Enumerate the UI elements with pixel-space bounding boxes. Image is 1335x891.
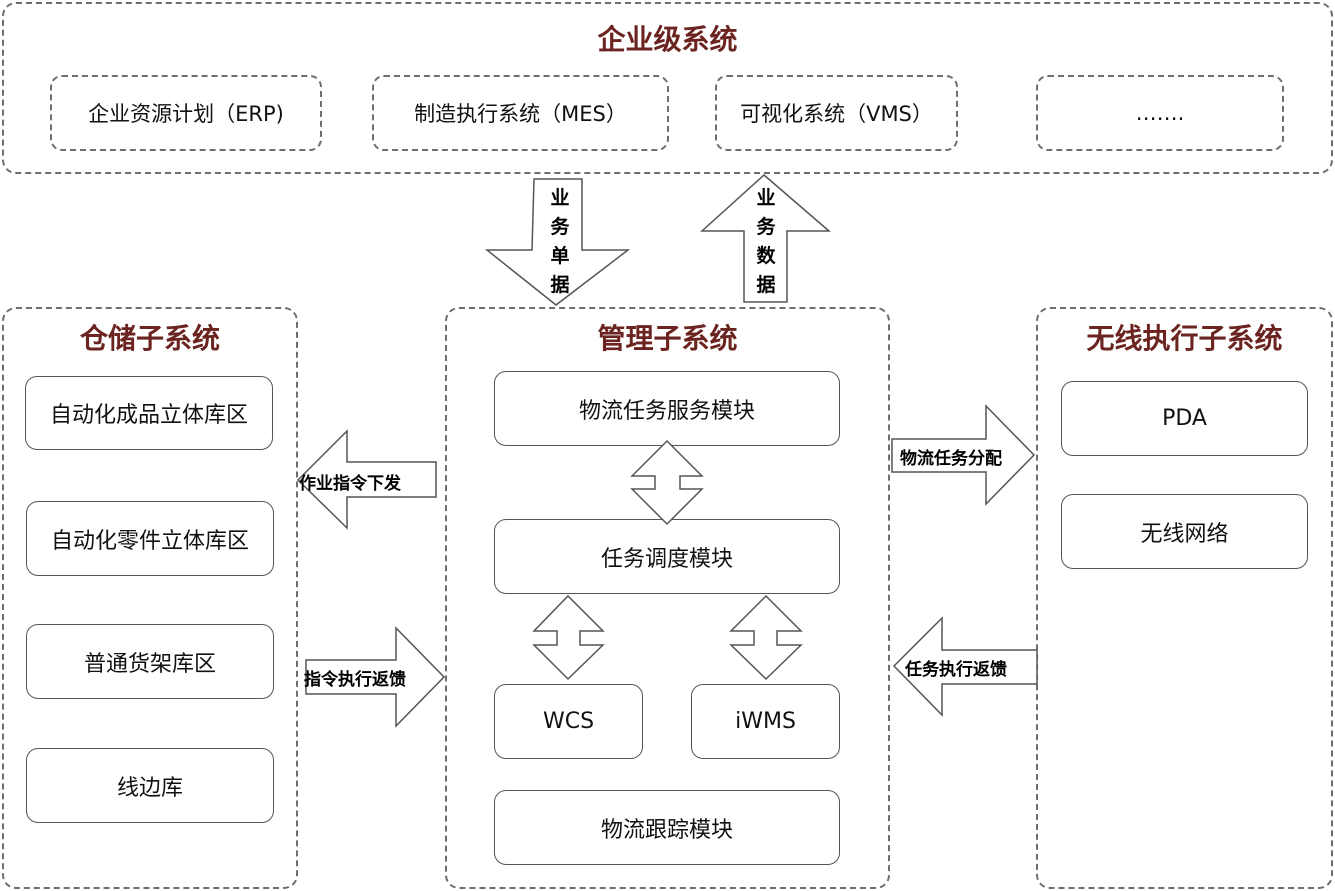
task-assign-label: 物流任务分配 (900, 449, 1002, 469)
vms-box: 可视化系统（VMS） (715, 75, 958, 151)
job-dispatch-arrow (296, 429, 437, 530)
storage-subsystem-group: 仓储子系统 (2, 307, 298, 889)
erp-box: 企业资源计划（ERP) (50, 75, 322, 151)
pda-box: PDA (1061, 381, 1308, 456)
line-side-store-box: 线边库 (26, 748, 274, 823)
scheduler-iwms-double-arrow (729, 594, 803, 681)
business-data-arrow (700, 173, 832, 303)
task-feedback-arrow (892, 616, 1038, 717)
scheduler-wcs-double-arrow (532, 594, 605, 681)
wireless-network-box: 无线网络 (1061, 494, 1308, 569)
more-systems-box: ……. (1036, 75, 1284, 151)
wcs-box: WCS (494, 684, 643, 759)
wireless-subsystem-group: 无线执行子系统 (1036, 307, 1333, 889)
iwms-box: iWMS (691, 684, 840, 759)
task-feedback-label: 任务执行返馈 (905, 660, 1007, 680)
enterprise-system-group: 企业级系统 (2, 2, 1333, 174)
storage-subsystem-title: 仓储子系统 (79, 322, 220, 355)
cmd-feedback-arrow (305, 626, 446, 728)
mes-box: 制造执行系统（MES） (372, 75, 669, 151)
service-scheduler-double-arrow (630, 439, 704, 526)
business-data-label: 业 务 数 据 (756, 187, 776, 296)
management-subsystem-group: 管理子系统 (445, 307, 890, 889)
parts-asrs-box: 自动化零件立体库区 (26, 501, 274, 576)
enterprise-system-title: 企业级系统 (597, 23, 738, 56)
management-subsystem-title: 管理子系统 (597, 322, 738, 355)
job-dispatch-label: 作业指令下发 (299, 474, 401, 494)
task-assign-arrow (891, 404, 1036, 506)
tracking-module-box: 物流跟踪模块 (494, 790, 840, 865)
finished-goods-asrs-box: 自动化成品立体库区 (25, 376, 273, 450)
wireless-subsystem-title: 无线执行子系统 (1086, 322, 1283, 355)
cmd-feedback-label: 指令执行返馈 (304, 670, 406, 690)
business-docs-arrow (484, 178, 631, 306)
task-service-module-box: 物流任务服务模块 (494, 371, 840, 446)
business-docs-label: 业 务 单 据 (550, 187, 570, 296)
general-shelf-box: 普通货架库区 (26, 624, 274, 699)
